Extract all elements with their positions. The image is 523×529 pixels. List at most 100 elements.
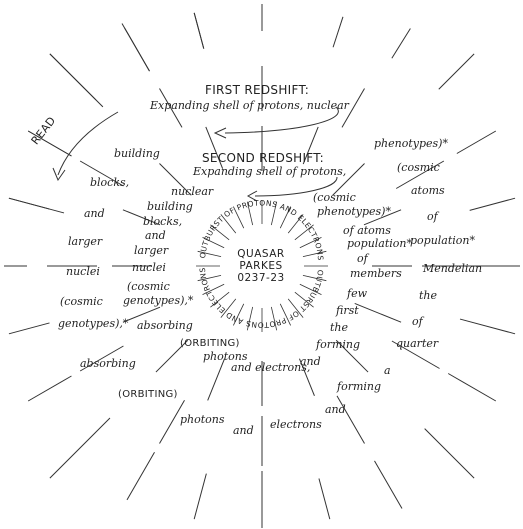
outer-ray-line — [332, 16, 344, 48]
outer-ray-line — [424, 428, 475, 479]
left-inner-word: and electrons, — [231, 361, 311, 374]
outer-ray-line — [456, 130, 497, 154]
mid-ray-line — [122, 306, 161, 323]
inner-ray-line — [233, 206, 245, 229]
mid-ray-line — [336, 395, 365, 444]
mid-ray-line — [207, 358, 226, 401]
inner-ray-line — [202, 237, 225, 249]
outer-ray-line — [469, 197, 516, 211]
left-inner-word: nuclei — [132, 261, 166, 274]
inner-ray-line — [299, 237, 322, 249]
mid-ray-line — [341, 88, 365, 128]
center-line-3: 0237-23 — [237, 272, 285, 284]
right-outer-word: atoms — [411, 184, 445, 197]
right-inner-word: members — [350, 267, 402, 280]
left-outer-word: larger — [68, 235, 103, 248]
outer-ray-line — [8, 322, 50, 335]
inner-ray-line — [279, 206, 291, 229]
inner-ray-line — [279, 303, 291, 326]
outer-ray-line — [438, 53, 475, 90]
left-inner-word: genotypes),* — [123, 294, 194, 307]
second-redshift-subtitle: Expanding shell of protons, — [193, 165, 347, 178]
header-arrow-lower — [254, 176, 338, 197]
right-inner-word: forming — [316, 338, 361, 351]
inner-ray-line — [299, 283, 322, 295]
right-outer-word: phenotypes)* — [374, 137, 448, 150]
left-outer-word: electrons — [270, 418, 322, 431]
left-outer-word: genotypes),* — [58, 317, 129, 330]
right-inner-word: and — [300, 355, 321, 368]
mid-ray-line — [332, 163, 365, 196]
right-outer-word: a — [384, 364, 391, 377]
left-inner-word: blocks, — [143, 215, 183, 228]
left-inner-word: nuclear — [171, 185, 214, 198]
left-outer-word: (cosmic — [60, 295, 103, 308]
header-arrowhead-upper — [213, 127, 227, 139]
left-inner-word: building — [147, 200, 193, 213]
right-inner-word: population* — [347, 237, 413, 250]
mid-ray-line — [363, 209, 402, 226]
inner-ray-line — [210, 291, 230, 308]
outer-ray-line — [8, 197, 65, 214]
right-outer-word: forming — [337, 380, 382, 393]
outer-ray-line — [49, 53, 104, 108]
inner-ray-line — [287, 298, 304, 318]
inner-ray-line — [270, 201, 278, 226]
mid-ray-line — [395, 160, 445, 189]
first-redshift-subtitle: Expanding shell of protons, nuclear — [150, 99, 349, 112]
mid-ray-line — [302, 126, 319, 165]
inner-ray-line — [246, 306, 254, 331]
right-inner-word: (cosmic — [313, 191, 356, 204]
inner-ray-line — [294, 224, 314, 241]
inner-ray-line — [197, 250, 222, 258]
left-inner-word: photons — [203, 350, 248, 363]
read-arrowhead — [52, 167, 66, 182]
read-arrow — [57, 111, 119, 176]
inner-ray-line — [202, 283, 225, 295]
left-outer-word: photons — [180, 413, 225, 426]
left-outer-word: building — [114, 147, 160, 160]
left-inner-word: (ORBITING) — [180, 338, 240, 349]
right-inner-word: few — [347, 287, 367, 300]
inner-ray-line — [287, 214, 304, 234]
header-arrow-upper — [224, 106, 339, 134]
mid-ray-line — [205, 126, 224, 169]
quasar-center: QUASAR PARKES 0237-23 — [226, 248, 296, 284]
outer-ray-line — [447, 373, 497, 402]
left-outer-word: (ORBITING) — [118, 389, 178, 400]
mid-ray-line — [391, 340, 440, 369]
right-outer-word: population* — [410, 234, 476, 247]
left-inner-word: absorbing — [137, 319, 193, 332]
inner-ray-line — [302, 250, 327, 258]
outer-ray-line — [193, 473, 207, 520]
left-outer-word: and — [233, 424, 254, 437]
outer-ray-line — [124, 27, 150, 72]
center-line-1: QUASAR — [237, 248, 285, 260]
right-inner-word: first — [336, 304, 359, 317]
outer-ray-line — [318, 478, 331, 520]
mid-ray-line — [354, 302, 402, 323]
inner-ray-line — [294, 291, 314, 308]
inner-ray-line — [270, 306, 278, 331]
first-redshift-title: FIRST REDSHIFT: — [205, 83, 310, 97]
mid-ray-line — [79, 345, 124, 372]
outer-ray-line — [391, 28, 411, 59]
right-inner-word: the — [330, 321, 349, 334]
inner-ray-line — [220, 298, 237, 318]
right-inner-word: of atoms — [343, 224, 391, 237]
right-inner-word: of — [357, 252, 368, 265]
inner-ray-line — [302, 274, 327, 282]
mid-ray-line — [122, 209, 161, 226]
second-redshift-title: SECOND REDSHIFT: — [202, 151, 324, 165]
center-line-2: PARKES — [239, 260, 283, 272]
mid-ray-line — [159, 88, 183, 128]
right-outer-word: quarter — [396, 337, 439, 350]
right-outer-word: and — [325, 403, 346, 416]
outer-ray-line — [27, 375, 72, 402]
left-outer-word: and — [84, 207, 105, 220]
left-inner-word: and — [145, 229, 166, 242]
outer-ray-line — [27, 130, 72, 157]
left-outer-word: absorbing — [80, 357, 136, 370]
outer-ray-line — [374, 460, 403, 509]
